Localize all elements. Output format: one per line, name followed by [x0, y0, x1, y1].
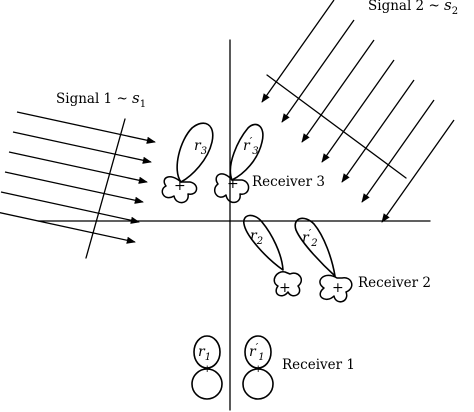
signal-1-wavefront — [85, 118, 126, 259]
beam-r3-prime-back-lobes — [214, 173, 250, 204]
signal-2-arrow — [361, 99, 435, 203]
receiver-3: + + r3 r′3 Receiver 3 — [161, 122, 325, 204]
receiver-3-prime-marker: + — [227, 176, 239, 192]
signal-1-label: Signal 1 ~ s1 — [56, 89, 146, 110]
beam-r3-prime-main-lobe — [229, 123, 264, 181]
pattern-r2-prime-label: r′2 — [302, 227, 318, 249]
pattern-r2-label: r2 — [250, 228, 263, 247]
receiver-1-prime-marker: + — [254, 364, 262, 375]
beam-r3-back-lobes — [161, 176, 198, 204]
beam-r1-lower-lobe — [191, 368, 223, 400]
beam-r2-prime-main-lobe — [294, 217, 336, 277]
beam-r2-main-lobe — [243, 214, 284, 271]
signal-2-label: Signal 2 ~ s2 — [368, 0, 458, 17]
signal-2-arrow — [301, 39, 375, 143]
receiver-2-label: Receiver 2 — [358, 275, 431, 291]
beam-r3-main-lobe — [176, 122, 214, 183]
beam-r2-back-lobes — [273, 271, 302, 297]
signal-1-wave — [0, 111, 156, 244]
signal-2-arrow — [261, 0, 335, 103]
pattern-r1-label: r1 — [198, 344, 211, 363]
receiver-2-marker: + — [279, 280, 291, 296]
receiver-1-label: Receiver 1 — [282, 357, 355, 373]
receiver-1: + + r1 r′1 Receiver 1 — [191, 335, 355, 400]
beam-r1-upper-lobe — [193, 335, 221, 369]
signal-1-arrow — [0, 191, 140, 224]
signal-1-arrow — [8, 151, 148, 184]
receiver-3-marker: + — [174, 178, 186, 194]
receiver-1-marker: + — [203, 364, 211, 375]
beam-r1-prime-lower-lobe — [242, 368, 274, 400]
receiver-2-prime-marker: + — [332, 280, 344, 296]
signal-2-wavefront — [266, 74, 407, 179]
signal-2-arrow — [381, 119, 455, 223]
pattern-r3-prime-label: r′3 — [243, 135, 259, 157]
pattern-r3-label: r3 — [194, 138, 207, 157]
signal-2-arrow — [321, 59, 395, 163]
signal-1-arrow — [4, 171, 144, 204]
receiver-2: + + r2 r′2 Receiver 2 — [243, 214, 431, 303]
beam-r1-prime-upper-lobe — [244, 335, 272, 369]
signal-1-arrow — [0, 211, 136, 244]
signal-2-wave — [261, 0, 455, 223]
receiver-3-label: Receiver 3 — [252, 174, 325, 190]
signal-2-arrow — [341, 79, 415, 183]
signal-1-arrow — [16, 111, 156, 144]
beam-r2-prime-back-lobes — [319, 274, 353, 303]
signal-2-arrow — [281, 19, 355, 123]
pattern-r1-prime-label: r′1 — [249, 341, 265, 363]
signal-1-arrow — [12, 131, 152, 164]
